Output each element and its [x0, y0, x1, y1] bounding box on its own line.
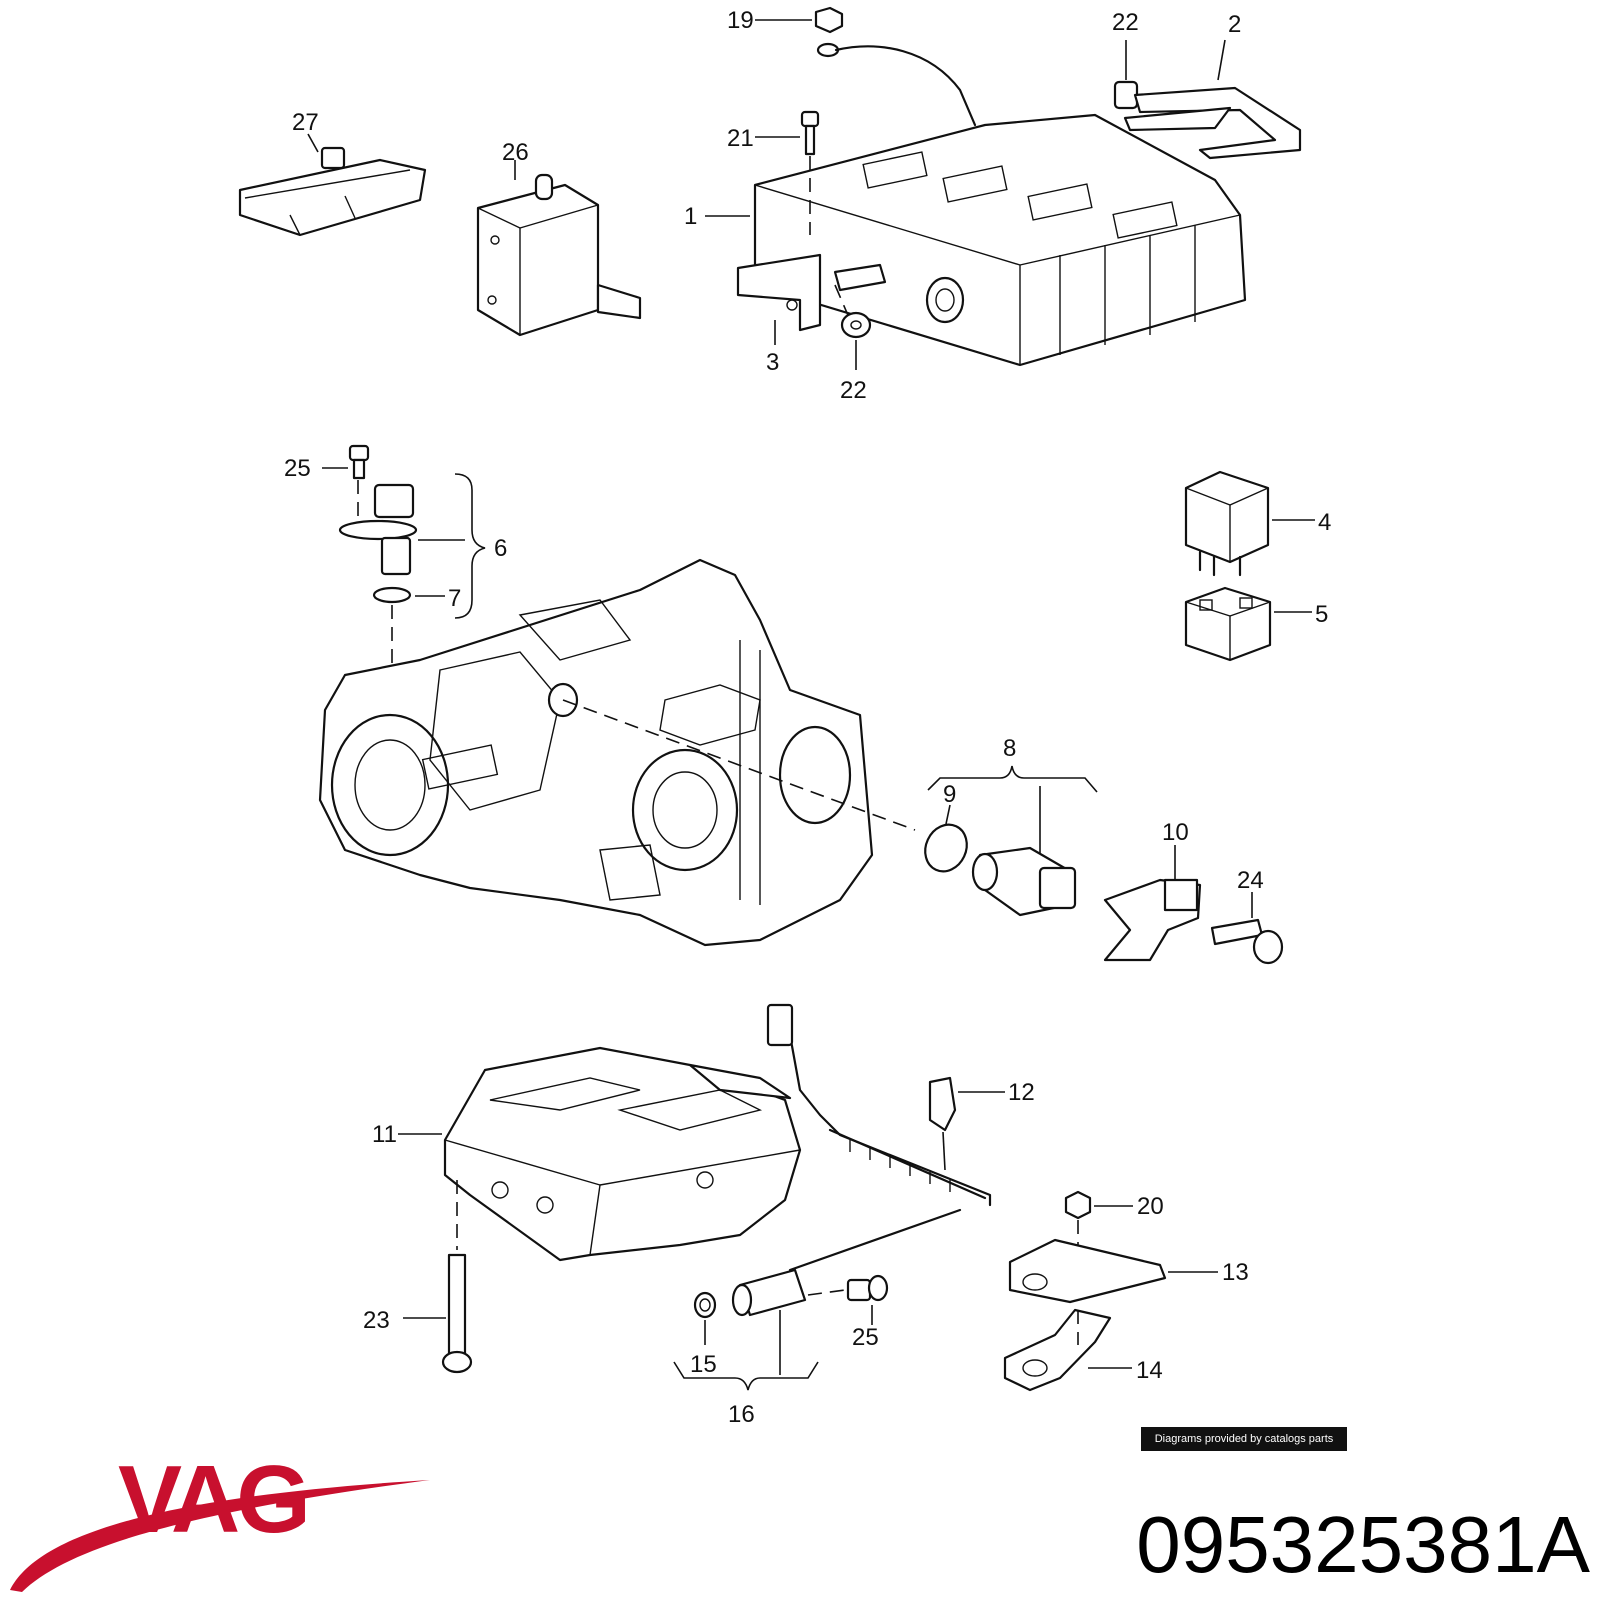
callout-21: 21	[727, 125, 754, 152]
part-8-speed-sensor	[924, 765, 1098, 917]
part-6-sensor-stack	[322, 444, 486, 670]
callout-12: 12	[1008, 1079, 1035, 1106]
callout-6: 6	[494, 535, 507, 562]
callout-8: 8	[1003, 735, 1016, 762]
callout-19: 19	[727, 7, 754, 34]
callout-11: 11	[372, 1121, 397, 1148]
part-13-bracket	[1008, 1238, 1218, 1304]
part-12-clip	[928, 1076, 1005, 1171]
part-2-bracket	[1113, 39, 1302, 160]
part-16-sensor	[673, 1268, 819, 1391]
part-14-bracket	[1003, 1308, 1132, 1392]
callout-16: 16	[728, 1401, 755, 1428]
callout-22-top: 22	[1112, 9, 1139, 36]
part-26-switch	[476, 160, 642, 337]
part-3-bracket	[736, 253, 887, 345]
callout-25-top: 25	[284, 455, 311, 482]
part-22-nut-lower	[840, 311, 872, 370]
callout-15: 15	[690, 1351, 717, 1378]
part-19-ground-strap	[755, 6, 977, 127]
part-24-bolt	[1210, 892, 1284, 965]
callout-4: 4	[1318, 509, 1331, 536]
part-23-bolt	[403, 1180, 473, 1374]
callout-25-bottom: 25	[852, 1324, 879, 1351]
diagram-credit-badge: Diagrams provided by catalogs parts	[1141, 1427, 1347, 1451]
callout-labels: 19 22 2 27 26 21 1 3 22 25 6 7 4 5 8 9 1…	[284, 7, 1331, 1428]
brand-wordmark: VAG	[118, 1446, 307, 1553]
callout-27: 27	[292, 109, 319, 136]
callout-3: 3	[766, 349, 779, 376]
callout-26: 26	[502, 139, 529, 166]
callout-14: 14	[1136, 1357, 1163, 1384]
part-21-bolt	[755, 110, 820, 235]
callout-22-bottom: 22	[840, 377, 867, 404]
part-number: 095325381A	[1136, 1500, 1590, 1589]
callout-23: 23	[363, 1307, 390, 1334]
callout-5: 5	[1315, 601, 1328, 628]
callout-20: 20	[1137, 1193, 1164, 1220]
part-25-bolt-lower	[807, 1274, 889, 1325]
logo-swoosh	[10, 1480, 430, 1592]
part-20-nut	[1064, 1190, 1133, 1250]
part-4-relay	[1184, 470, 1315, 577]
callout-2: 2	[1228, 11, 1241, 38]
callout-24: 24	[1237, 867, 1264, 894]
part-10-retainer	[1103, 845, 1202, 962]
callout-7: 7	[448, 585, 461, 612]
callout-10: 10	[1162, 819, 1189, 846]
part-11-valve-body	[398, 1046, 802, 1262]
part-27-clip	[238, 133, 427, 237]
transmission-housing	[318, 558, 916, 947]
callout-9: 9	[943, 781, 956, 808]
part-5-relay-socket	[1184, 586, 1312, 662]
callout-13: 13	[1222, 1259, 1249, 1286]
wiring-harness	[766, 1003, 992, 1272]
part-1-control-unit	[705, 113, 1247, 367]
callout-1: 1	[684, 203, 697, 230]
brand-logo: VAG	[10, 1446, 430, 1592]
